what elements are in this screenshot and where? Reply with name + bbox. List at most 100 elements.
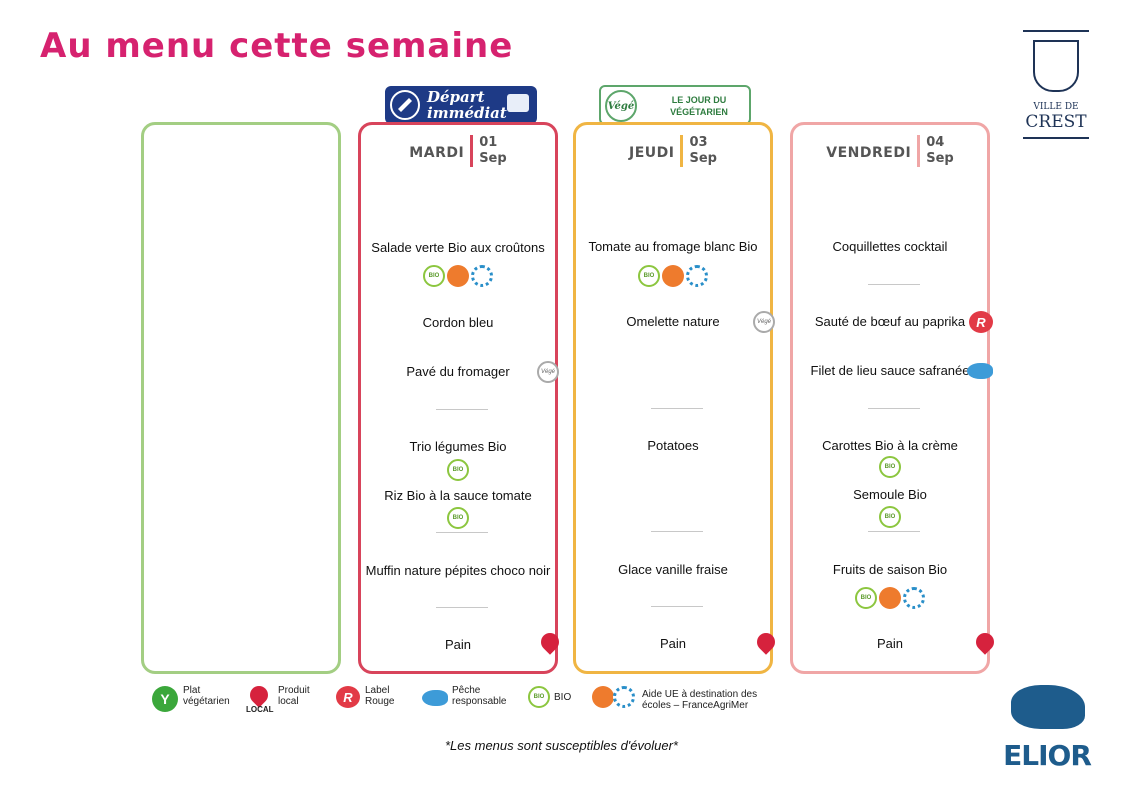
page-title: Au menu cette semaine bbox=[40, 26, 514, 66]
dish-main-1: Omelette nature bbox=[626, 314, 720, 329]
day-divider bbox=[917, 135, 921, 167]
legend-text: Plat bbox=[183, 685, 201, 696]
label-rouge-icon: R bbox=[336, 686, 360, 708]
separator bbox=[436, 607, 488, 608]
vege-line1: LE JOUR DU bbox=[671, 95, 727, 105]
dish-dessert: Muffin nature pépites choco noir bbox=[365, 563, 551, 578]
dish-dessert: Glace vanille fraise bbox=[618, 562, 728, 577]
local-pin-icon bbox=[972, 629, 998, 655]
bio-icon: BIO bbox=[447, 507, 469, 529]
ue-milk-icon bbox=[903, 587, 925, 609]
local-icon bbox=[246, 682, 272, 708]
legend-text: Label bbox=[365, 685, 390, 696]
depart-line1: Départ bbox=[427, 88, 485, 106]
legend-text: végétarien bbox=[183, 696, 230, 707]
separator bbox=[436, 409, 488, 410]
dish-badges: BIO bbox=[793, 456, 987, 478]
suitcase-icon bbox=[507, 94, 529, 112]
separator bbox=[868, 284, 920, 285]
day-name: JEUDI bbox=[629, 145, 675, 161]
dish-badges: BIO bbox=[793, 506, 987, 528]
dish-starter: Salade verte Bio aux croûtons bbox=[371, 240, 545, 255]
bio-icon: BIO bbox=[447, 459, 469, 481]
vegetarian-icon: Y bbox=[152, 686, 178, 712]
ue-milk-icon bbox=[686, 265, 708, 287]
ue-milk-icon bbox=[613, 686, 635, 708]
dish-badges: BIO bbox=[793, 587, 987, 609]
legend-text: Produit bbox=[278, 685, 310, 696]
crest-small-text: VILLE DE bbox=[1033, 102, 1079, 112]
elior-logo: ELIOR bbox=[1003, 683, 1092, 775]
ue-milk-icon bbox=[471, 265, 493, 287]
bio-icon: BIO bbox=[855, 587, 877, 609]
ue-fruit-icon bbox=[662, 265, 684, 287]
dish-side-2: Riz Bio à la sauce tomate bbox=[384, 488, 532, 503]
ue-fruit-icon bbox=[879, 587, 901, 609]
legend-text: responsable bbox=[452, 696, 507, 707]
day-month: Sep bbox=[479, 151, 507, 166]
dish-bread: Pain bbox=[444, 637, 472, 652]
dish-badges: BIO bbox=[361, 265, 555, 287]
bio-icon: BIO bbox=[423, 265, 445, 287]
dish-main-2: Pavé du fromager bbox=[406, 364, 510, 379]
day-month: Sep bbox=[689, 151, 717, 166]
vege-icon: Végé bbox=[537, 361, 559, 383]
day-number: 04 bbox=[926, 135, 945, 150]
bison-icon bbox=[1011, 685, 1085, 729]
day-number: 03 bbox=[689, 135, 708, 150]
bio-icon: BIO bbox=[528, 686, 550, 708]
dish-starter: Coquillettes cocktail bbox=[832, 239, 948, 254]
depart-line2: immédiat bbox=[427, 104, 507, 122]
legend-bio: BIO bbox=[554, 692, 572, 703]
legend-text: local bbox=[278, 696, 299, 707]
label-rouge-icon: R bbox=[969, 311, 993, 333]
dish-side-2: Semoule Bio bbox=[853, 487, 927, 502]
day-month: Sep bbox=[926, 151, 954, 166]
separator bbox=[868, 531, 920, 532]
bio-icon: BIO bbox=[879, 506, 901, 528]
bio-icon: BIO bbox=[879, 456, 901, 478]
separator bbox=[868, 408, 920, 409]
local-pin-icon bbox=[753, 629, 779, 655]
legend-text: écoles – FranceAgriMer bbox=[642, 700, 749, 711]
day-name: VENDREDI bbox=[826, 145, 912, 161]
local-tag: LOCAL bbox=[246, 705, 274, 714]
legend-text: Pêche bbox=[452, 685, 481, 696]
dish-side-1: Carottes Bio à la crème bbox=[822, 438, 958, 453]
logo-rule bbox=[1023, 30, 1089, 32]
dish-badges: BIO bbox=[361, 507, 555, 529]
ville-de-crest-logo: VILLE DE CREST bbox=[1023, 30, 1089, 140]
bio-icon: BIO bbox=[638, 265, 660, 287]
day-number: 01 bbox=[479, 135, 498, 150]
crest-shield-icon bbox=[1033, 40, 1079, 92]
day-divider bbox=[680, 135, 684, 167]
elior-text: ELIOR bbox=[1003, 739, 1092, 772]
fish-icon bbox=[967, 363, 993, 379]
dish-dessert: Fruits de saison Bio bbox=[832, 562, 948, 577]
ue-fruit-icon bbox=[447, 265, 469, 287]
vege-line2: VÉGÉTARIEN bbox=[670, 107, 728, 117]
day-name: MARDI bbox=[409, 145, 465, 161]
logo-rule bbox=[1023, 137, 1089, 139]
local-pin-icon bbox=[537, 629, 563, 655]
vege-icon: Végé bbox=[753, 311, 775, 333]
fish-icon bbox=[422, 690, 448, 706]
separator bbox=[651, 408, 703, 409]
dish-badges: BIO bbox=[576, 265, 770, 287]
day-divider bbox=[470, 135, 474, 167]
day-card-empty bbox=[141, 122, 341, 674]
dish-main-1: Sauté de bœuf au paprika bbox=[814, 314, 966, 329]
dish-badges: BIO bbox=[361, 459, 555, 481]
dish-main-1: Cordon bleu bbox=[422, 315, 494, 330]
